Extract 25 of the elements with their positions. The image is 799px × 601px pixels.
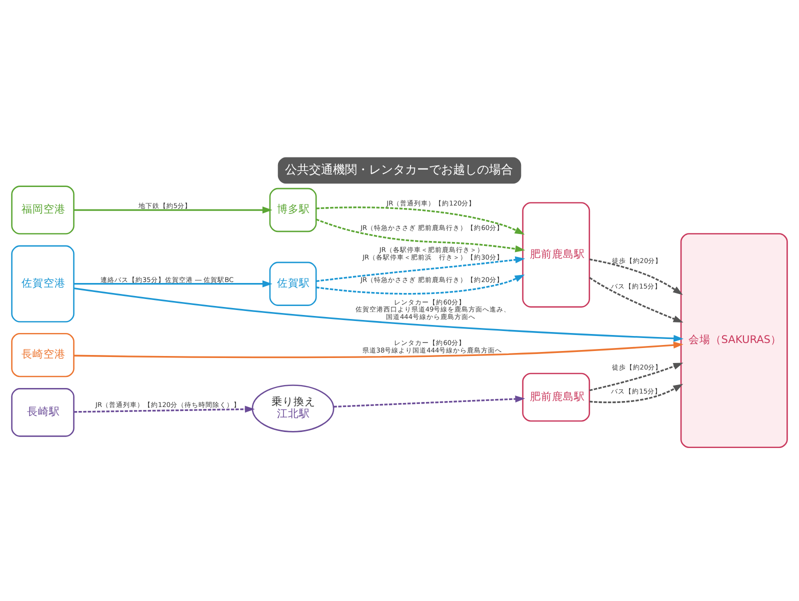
arrow: [589, 258, 683, 294]
node-box: 福岡空港: [11, 185, 74, 234]
arrow: [589, 383, 684, 403]
arrow: [74, 206, 272, 213]
node-box: 長崎駅: [11, 388, 74, 436]
arrow: [334, 395, 526, 408]
node-box: 肥前鹿島駅: [522, 202, 590, 308]
arrow: [589, 276, 684, 322]
node-box: 肥前鹿島駅: [522, 372, 590, 422]
node-box: 長崎空港: [11, 332, 74, 377]
arrow: [74, 405, 255, 412]
diagram-title: 公共交通機関・レンタカーでお越しの場合: [284, 162, 513, 176]
arrow: [316, 274, 525, 294]
node-box: 会場（SAKURAS）: [680, 232, 788, 448]
arrow: [74, 286, 684, 342]
arrow: [316, 218, 526, 252]
node-box: 佐賀駅: [269, 261, 317, 306]
node-box: 佐賀空港: [11, 244, 74, 322]
arrow: [316, 206, 525, 234]
arrow: [316, 256, 526, 282]
arrow: [589, 362, 684, 391]
arrow: [74, 341, 684, 358]
arrow: [74, 280, 272, 287]
node-box: 博多駅: [269, 187, 317, 232]
node-ellipse: 乗り換え 江北駅: [252, 384, 334, 432]
